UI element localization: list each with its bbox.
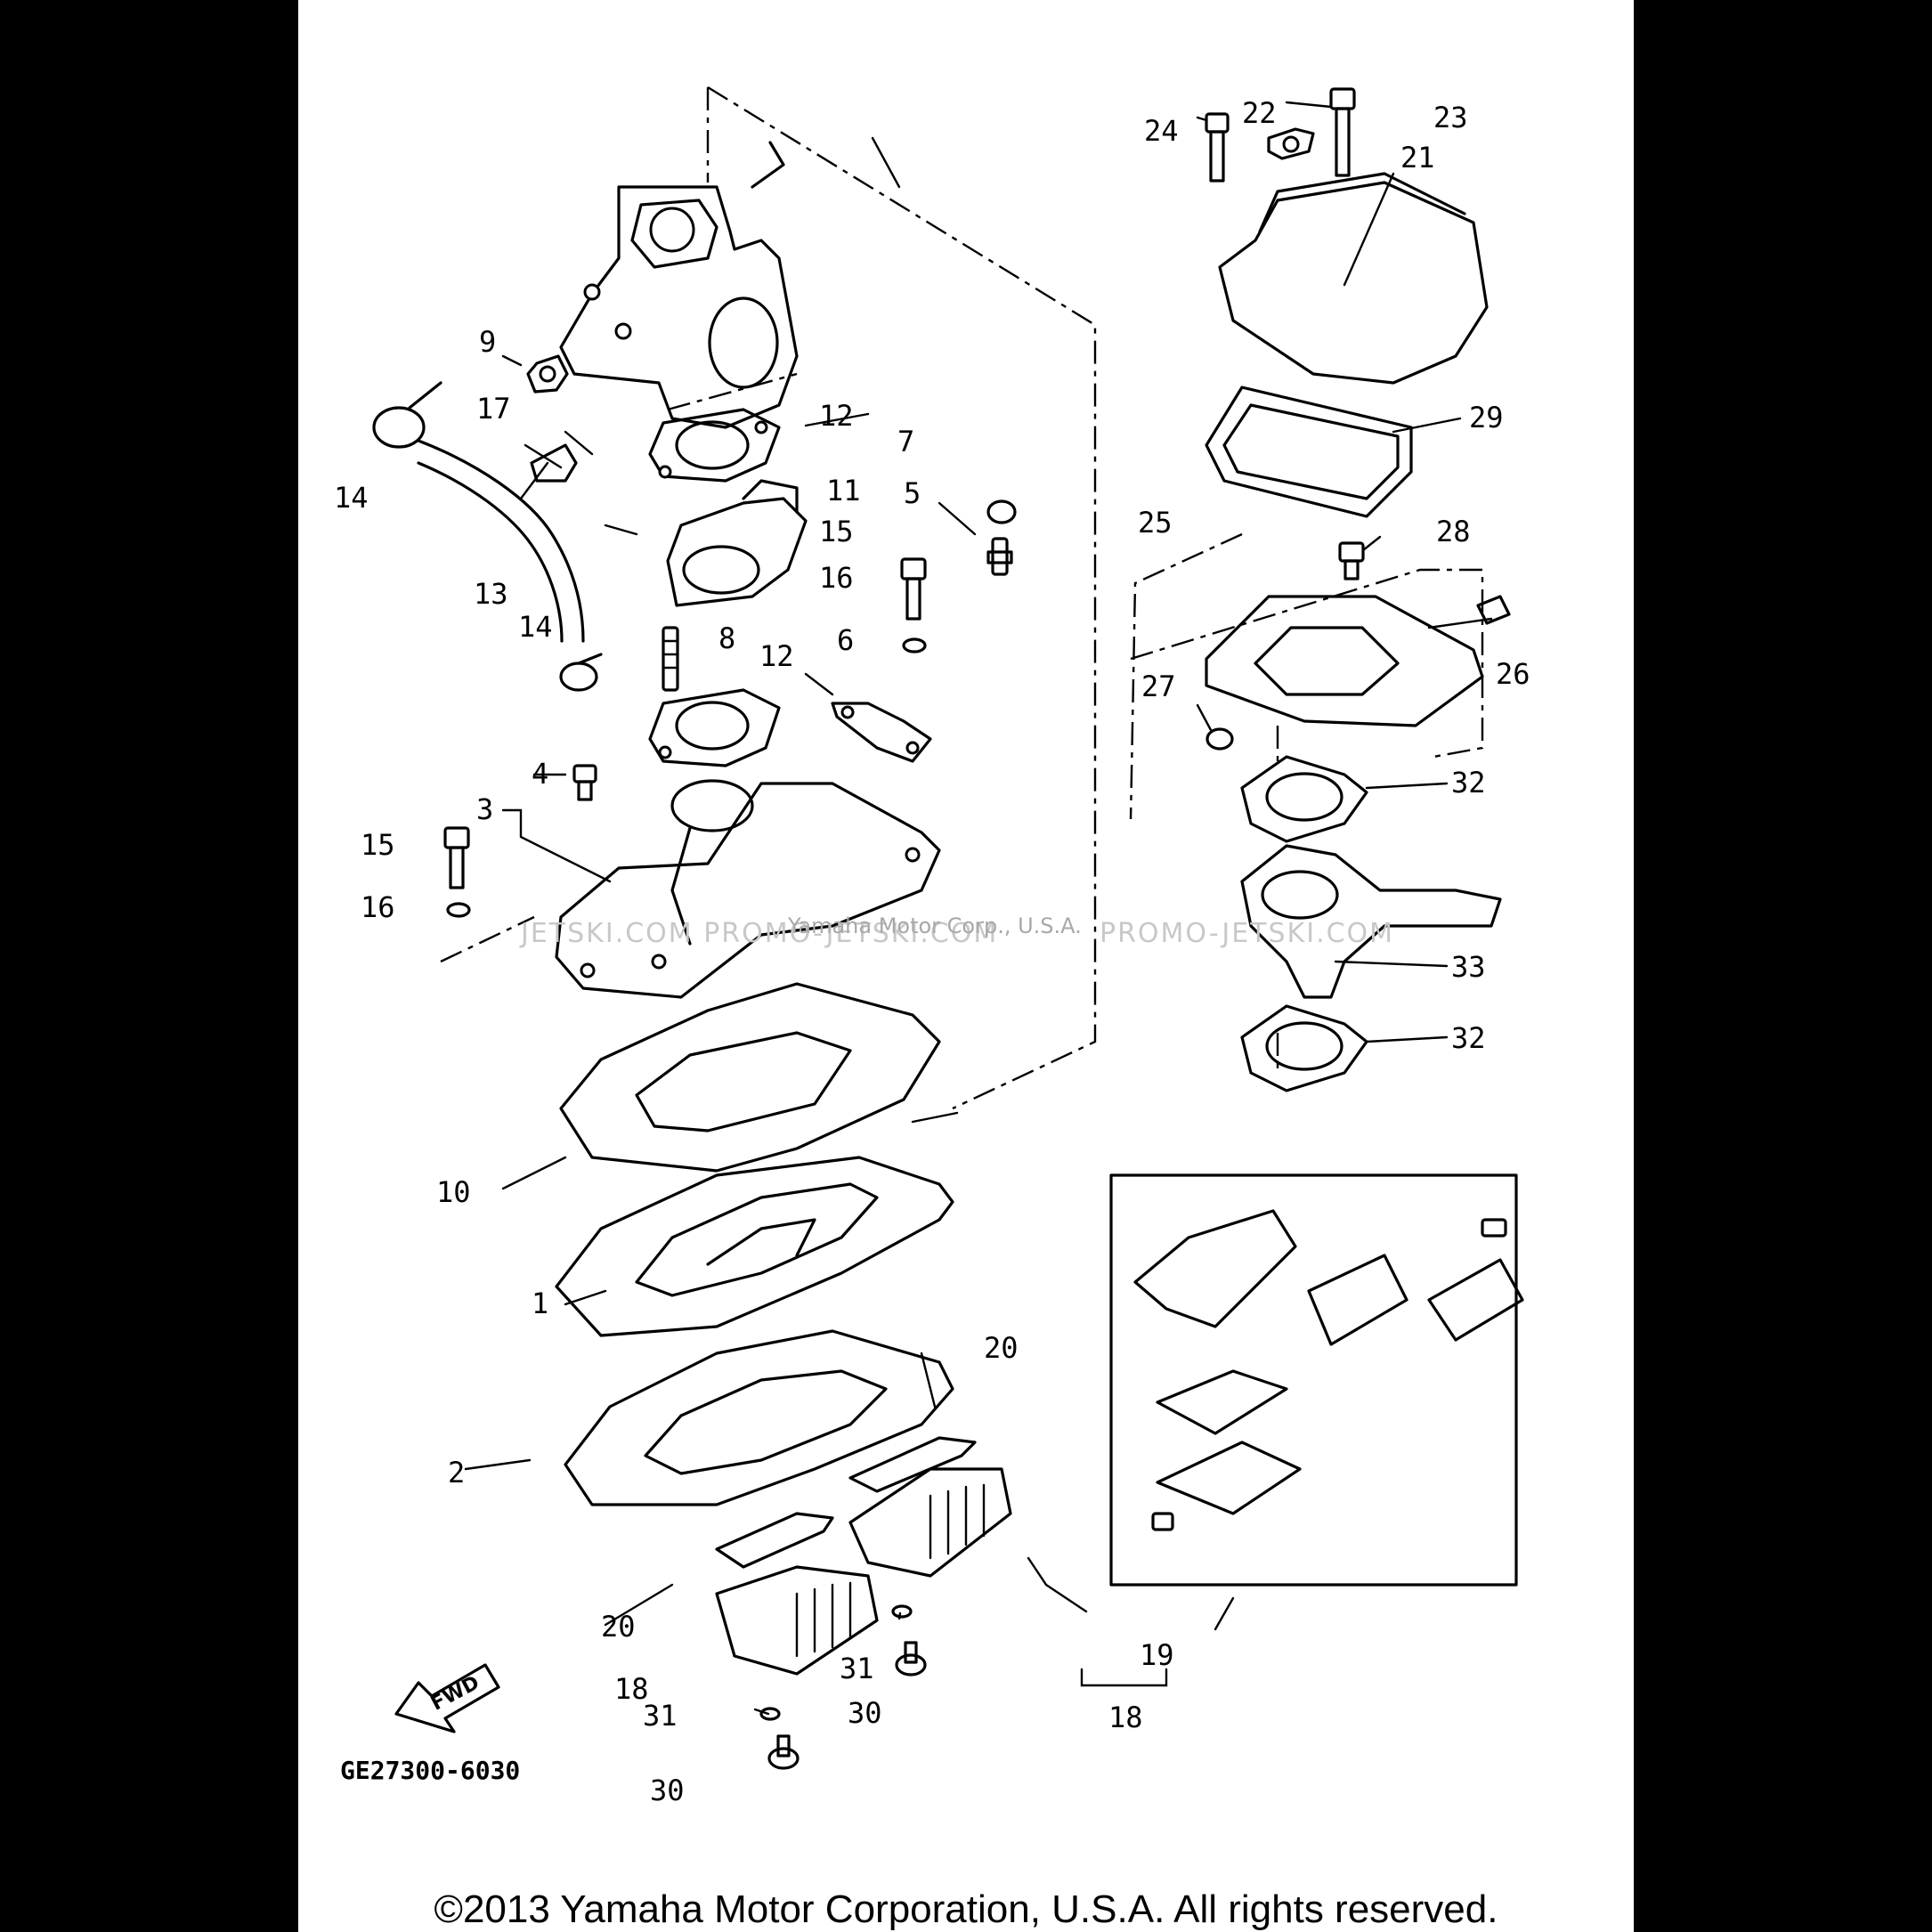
callout-20-right: 20 [984,1331,1019,1365]
callout-27: 27 [1141,670,1176,703]
callout-3: 3 [476,792,493,826]
washer-16-left [446,902,471,918]
callout-12-lower: 12 [759,639,794,673]
washer-31-left [759,1707,781,1721]
fitting-5 [986,537,1013,576]
callout-numbers: 1 2 3 4 5 6 7 8 9 10 11 12 12 13 14 14 1… [334,96,1530,1807]
gasket-20-left [715,1512,834,1569]
callout-5: 5 [904,476,921,510]
bracket-33 [1240,844,1502,999]
callout-7: 7 [897,425,914,459]
callout-32-upper: 32 [1451,766,1486,800]
bracket-6 [831,702,932,763]
callout-12-upper: 12 [819,399,854,433]
bracket-11 [666,479,808,607]
callout-28: 28 [1436,515,1471,548]
assembly-guide-lines [440,85,1279,1110]
callout-17: 17 [476,392,511,426]
callout-30-left: 30 [650,1774,685,1807]
bolt-24 [1205,112,1230,183]
callout-19: 19 [1140,1638,1174,1672]
intake-manifold-3 [555,779,941,999]
callout-23: 23 [1433,101,1468,134]
fitting-26 [1476,595,1511,625]
callout-30-right: 30 [848,1696,882,1730]
watermark-center: Yamaha Motor Corp., U.S.A. [787,913,1082,938]
bolt-15-right [900,557,927,621]
callout-14-top: 14 [334,481,369,515]
callout-16-right: 16 [819,561,854,595]
gasket-20-right [848,1436,977,1493]
fitting-22 [1267,127,1315,160]
cover-21 [1218,172,1489,385]
bolt-23 [1329,87,1356,177]
screw-30-left [767,1734,800,1770]
washer-31-right [891,1604,913,1619]
watermark-right: PROMO-JETSKI.COM [1100,918,1394,949]
reed-plate-assy-25 [1129,532,1484,820]
stud-8 [662,626,679,692]
callout-15-right: 15 [819,515,854,548]
hose-clamp-14-bottom [559,653,603,692]
callout-33: 33 [1451,950,1486,984]
callout-31-left: 31 [643,1699,678,1733]
callout-8: 8 [718,621,735,655]
exploded-parts-diagram: FWD GE27300-6030 JETSKI.COM PROMO-JETSKI… [334,85,1530,1807]
gasket-2 [564,1329,954,1506]
parts-diagram-sheet: FWD GE27300-6030 JETSKI.COM PROMO-JETSKI… [298,0,1634,1932]
throttle-body [559,141,799,429]
washer-16-right [902,637,927,653]
callout-29: 29 [1469,401,1504,434]
reed-valve-18-right [848,1467,1012,1578]
callout-26: 26 [1496,657,1530,691]
callout-32-lower: 32 [1451,1021,1486,1055]
hose-clamp-14-top [372,381,442,449]
reed-valve-18-left [715,1565,879,1676]
callout-9: 9 [479,325,496,359]
callout-4: 4 [532,757,548,791]
callout-13: 13 [474,577,508,611]
reed-valve-case-1 [555,1156,954,1337]
bolt-4 [572,764,597,801]
callout-14-bottom: 14 [518,610,553,644]
drawing-code: GE27300-6030 [340,1756,520,1785]
gasket-12-upper [648,408,781,483]
copyright-notice: ©2013 Yamaha Motor Corporation, U.S.A. A… [434,1887,1498,1931]
callout-31-right: 31 [840,1652,874,1685]
gasket-32-upper [1240,755,1368,843]
nut-9 [526,354,569,394]
gasket-29 [1205,386,1413,518]
callout-1: 1 [532,1287,548,1320]
callout-18-left: 18 [614,1672,649,1706]
reed-valve-kit-19-box [1109,1173,1524,1587]
callout-bracket-18-19 [1080,1668,1168,1687]
gasket-12-lower [648,688,781,767]
fwd-label: FWD [427,1672,483,1716]
fitting-7 [986,499,1017,524]
callout-2: 2 [448,1456,465,1490]
callout-20-left: 20 [601,1610,636,1644]
bolt-15-left [443,826,470,889]
callout-18-bottom: 18 [1108,1701,1143,1734]
callout-25: 25 [1138,506,1173,540]
callout-16-left: 16 [361,890,395,924]
callout-10: 10 [436,1175,471,1209]
callout-6: 6 [837,623,854,657]
callout-11: 11 [826,474,861,507]
watermark-left: JETSKI.COM PROMO-JETSKI.COM [519,918,998,949]
bolt-28 [1338,541,1365,580]
plug-27 [1205,727,1234,751]
callout-15-left: 15 [361,828,395,862]
callout-leader-lines [464,101,1493,1716]
callout-22: 22 [1242,96,1277,130]
callout-24: 24 [1144,114,1179,148]
gasket-32-lower [1240,1004,1368,1092]
screw-30-right [895,1641,927,1676]
callout-21: 21 [1400,141,1435,175]
gasket-10 [559,982,941,1173]
forward-arrow-icon: FWD [394,1663,500,1733]
hose-13 [417,439,585,643]
